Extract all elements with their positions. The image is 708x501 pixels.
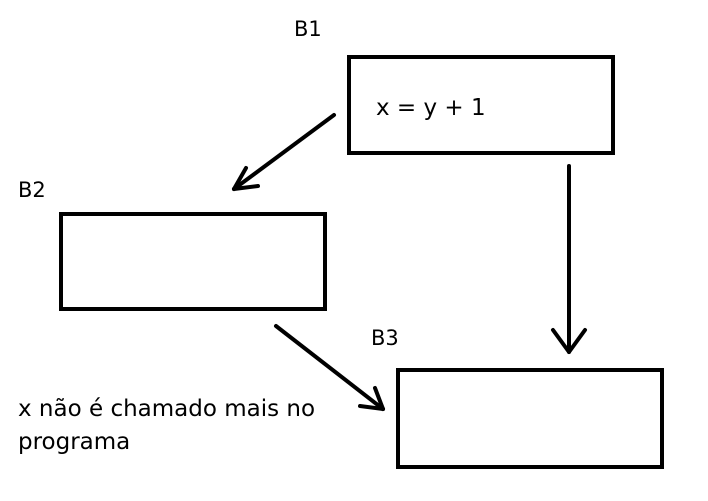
block-b3-label: B3 <box>371 326 399 350</box>
block-b2-box <box>59 212 327 311</box>
block-b3-box <box>396 368 664 469</box>
arrow-b2-to-b3 <box>274 324 385 411</box>
arrow-b1-to-b3 <box>551 164 587 354</box>
arrow-b1-to-b2 <box>232 113 336 191</box>
block-b1-box: x = y + 1 <box>347 55 615 155</box>
comment-line-2: programa <box>18 429 131 455</box>
block-b1-label: B1 <box>294 17 322 41</box>
block-b1-content: x = y + 1 <box>376 95 486 121</box>
comment-note: x não é chamado mais no programa <box>18 393 315 459</box>
comment-line-1: x não é chamado mais no <box>18 396 316 422</box>
block-b2-label: B2 <box>18 178 46 202</box>
